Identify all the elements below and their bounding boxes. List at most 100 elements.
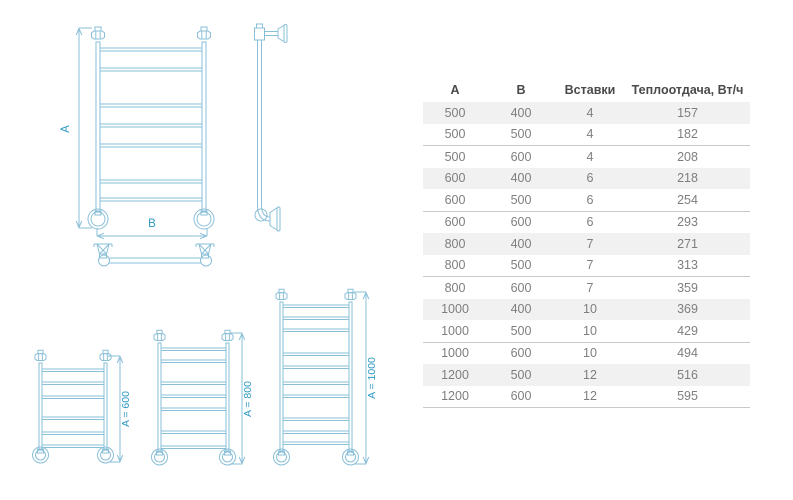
table-cell: 600 [423, 189, 487, 212]
table-cell: 800 [444, 280, 466, 295]
rung [160, 359, 227, 363]
rung [99, 123, 203, 128]
table-cell: 6 [555, 189, 625, 212]
table-cell: 271 [625, 233, 750, 255]
flange-icon [342, 448, 359, 466]
table-cell: 1000 [423, 320, 487, 343]
rung [41, 368, 105, 372]
table-cell: 7 [586, 280, 594, 295]
table-cell: 500 [487, 364, 555, 386]
table-cell: 7 [555, 254, 625, 277]
bottom-elbow-icon [257, 204, 271, 222]
rung [282, 417, 350, 421]
table-cell: 313 [625, 254, 750, 277]
table-cell: 1200 [423, 385, 487, 408]
flange-icon [273, 448, 290, 466]
ladder-main-front [87, 26, 215, 230]
table-cell: 400 [487, 167, 555, 189]
table-cell: 182 [625, 123, 750, 146]
table-cell: 600 [510, 215, 532, 230]
hex-fitting-icon [278, 288, 285, 294]
table-cell: 359 [677, 280, 698, 295]
dimension-label: A [60, 125, 72, 133]
table-cell: 400 [487, 102, 555, 124]
table-cell: 600 [510, 346, 532, 361]
column-header-1: B [516, 83, 526, 97]
ladder-size-800 [151, 329, 236, 466]
rung [160, 381, 227, 385]
table-cell: 6 [586, 215, 594, 230]
hex-fitting-icon [37, 349, 44, 355]
table-cell: 800 [423, 233, 487, 255]
rung [99, 103, 203, 108]
table-cell: 10 [555, 298, 625, 320]
rung [99, 197, 203, 202]
rung [282, 304, 350, 308]
table-cell: 12 [555, 364, 625, 386]
ladder-size-600 [32, 349, 114, 464]
dimension-800: A = 800 [230, 332, 254, 465]
table-cell: 500 [487, 189, 555, 212]
table-cell: 500 [487, 123, 555, 146]
column-header-3: Теплоотдача, Вт/ч [631, 83, 744, 97]
wall-bracket-icon [195, 243, 215, 259]
wall-bracket-icon [93, 243, 113, 259]
flange-icon [97, 446, 114, 464]
hex-fitting-icon [156, 329, 163, 335]
flange-icon [193, 208, 215, 230]
table-cell: 12 [555, 385, 625, 408]
table-cell: 6 [555, 167, 625, 189]
dimension-600: A = 600 [108, 355, 132, 463]
rung [41, 431, 105, 435]
table-cell: 157 [625, 102, 750, 124]
table-cell: 293 [677, 215, 698, 230]
table-cell: 369 [625, 298, 750, 320]
rung [99, 179, 203, 184]
ladder-size-1000 [273, 288, 359, 466]
table-cell: 4 [555, 102, 625, 124]
rung [282, 430, 350, 434]
dimension-1000: A = 1000 [354, 291, 378, 465]
table-cell: 4 [555, 123, 625, 146]
column-header-2: Вставки [564, 83, 616, 97]
top-cap-icon [256, 23, 263, 29]
flange-icon [151, 448, 168, 466]
rung [160, 394, 227, 398]
rung [282, 441, 350, 445]
flange-icon [87, 208, 109, 230]
plan-view [93, 243, 215, 267]
table-cell: 208 [677, 149, 698, 164]
flange-icon [219, 448, 236, 466]
table-cell: 600 [510, 149, 532, 164]
table-cell: 1000 [441, 346, 469, 361]
table-cell: 1000 [423, 298, 487, 320]
table-cell: 10 [583, 346, 597, 361]
hex-fitting-icon [102, 349, 109, 355]
dimension-A: A [60, 27, 92, 229]
table-cell: 400 [487, 298, 555, 320]
table-cell: 595 [625, 385, 750, 408]
dimension-label: A = 800 [242, 381, 254, 417]
table-cell: 600 [444, 215, 466, 230]
dimension-B: B [96, 218, 208, 240]
table-cell: 500 [423, 102, 487, 124]
rung [41, 381, 105, 385]
table-cell: 500 [487, 320, 555, 343]
rung [99, 67, 203, 72]
flange-icon [32, 446, 49, 464]
top-joint-icon [254, 27, 265, 41]
rung [41, 395, 105, 399]
dimension-label: A = 600 [120, 391, 132, 427]
